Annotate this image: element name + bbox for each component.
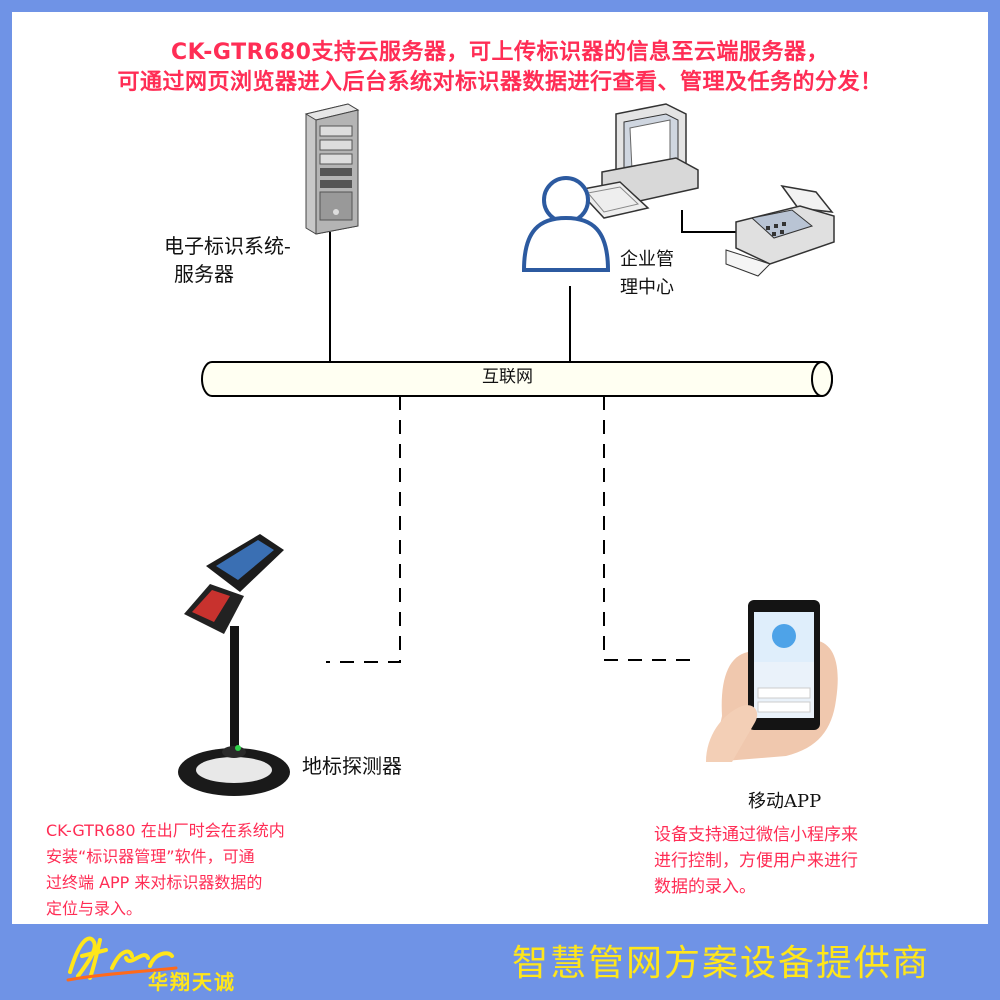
server-label-line-2: 服务器 [174, 262, 234, 286]
server-tower-icon [304, 103, 360, 235]
mobile-note-line: 数据的录入。 [654, 877, 756, 897]
internet-pipe-icon [201, 361, 833, 397]
headline-line-1: CK-GTR680支持云服务器，可上传标识器的信息至云端服务器， [171, 40, 829, 65]
mobile-note-line: 设备支持通过微信小程序来 [654, 825, 858, 845]
enterprise-label-line-2: 理中心 [620, 277, 674, 298]
detector-note: CK-GTR680 在出厂时会在系统内 安装“标识器管理”软件，可通 过终端 A… [46, 818, 285, 922]
detector-note-line: 定位与录入。 [46, 899, 143, 918]
server-label-line-1: 电子标识系统- [164, 234, 291, 258]
detector-dashed-link [326, 396, 401, 663]
detector-note-line: 安装“标识器管理”软件，可通 [46, 847, 255, 866]
headline-line-2: 可通过网页浏览器进入后台系统对标识器数据进行查看、管理及任务的分发！ [117, 70, 883, 95]
mobile-label: 移动APP [748, 791, 822, 812]
detector-note-line: 过终端 APP 来对标识器数据的 [46, 873, 263, 892]
workstation-user-icon [521, 103, 699, 272]
detector-note-line: CK-GTR680 在出厂时会在系统内 [46, 821, 285, 840]
footer-slogan: 智慧管网方案设备提供商 [512, 943, 931, 984]
mobile-note-line: 进行控制，方便用户来进行 [654, 851, 858, 871]
marker-detector-device-icon [178, 534, 290, 796]
detector-label: 地标探测器 [302, 754, 402, 778]
hand-smartphone-icon [706, 600, 838, 762]
fax-link-line [681, 210, 740, 233]
content-panel [12, 12, 988, 924]
enterprise-label-line-1: 企业管 [620, 249, 674, 270]
footer-bar [0, 924, 1000, 1000]
fax-machine-icon [725, 184, 835, 277]
mobile-note: 设备支持通过微信小程序来 进行控制，方便用户来进行 数据的录入。 [654, 822, 858, 900]
company-logo-icon [66, 936, 178, 982]
mobile-dashed-link [603, 396, 690, 661]
company-name: 华翔天诚 [148, 970, 236, 994]
internet-label: 互联网 [482, 367, 533, 387]
network-connections [326, 210, 740, 663]
